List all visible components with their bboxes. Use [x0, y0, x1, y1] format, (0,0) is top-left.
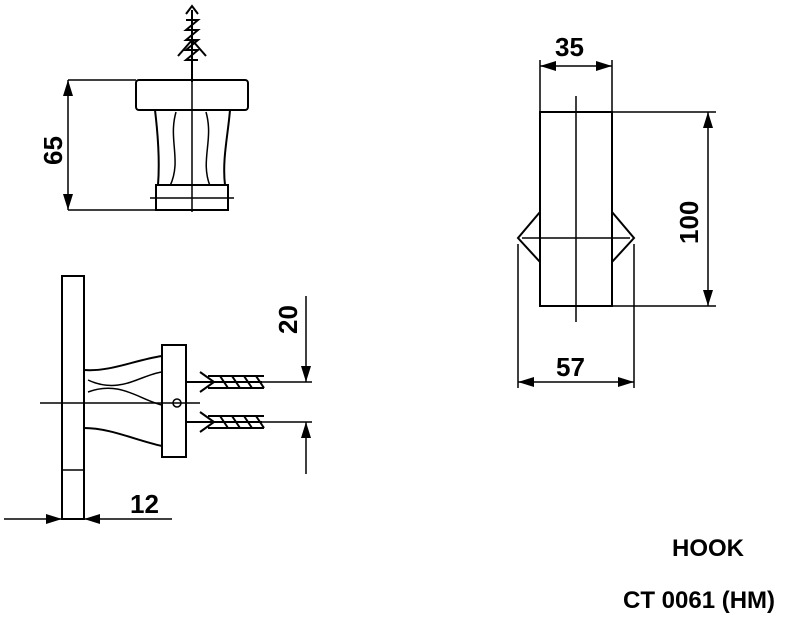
side-view-plate — [61, 275, 85, 520]
front-view: 35 100 57 — [516, 32, 716, 388]
dim-20-label: 20 — [273, 305, 303, 334]
top-view-body-left — [154, 109, 160, 186]
dim-35-label: 35 — [555, 32, 584, 62]
top-view-body-right — [223, 109, 231, 186]
dim-65-label: 65 — [38, 136, 68, 165]
side-view: 20 12 — [4, 275, 312, 524]
side-view-anchor-top — [186, 371, 265, 393]
product-name: HOOK — [672, 535, 745, 562]
dim-57-label: 57 — [556, 352, 585, 382]
dim-100-label: 100 — [674, 201, 704, 244]
top-view-anchor — [177, 4, 207, 82]
dim-12-label: 12 — [130, 489, 159, 519]
side-view-anchor-bottom — [186, 411, 265, 433]
model-code: CT 0061 (HM) — [623, 587, 775, 614]
top-view: 65 — [38, 4, 249, 212]
